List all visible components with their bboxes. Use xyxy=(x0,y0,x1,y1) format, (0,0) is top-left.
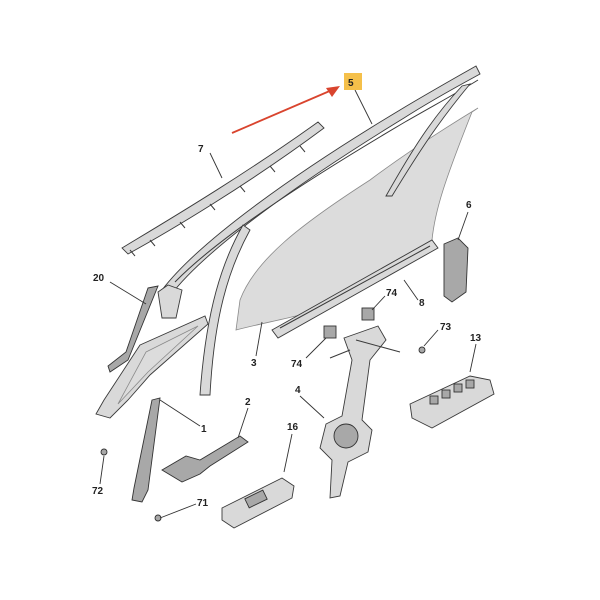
front-run-channel xyxy=(199,224,251,396)
window-glass xyxy=(235,107,479,331)
switch-button xyxy=(244,489,268,509)
master-switch-button-1 xyxy=(429,395,439,405)
highlight-box-5 xyxy=(344,73,362,90)
vertical-guide-rail xyxy=(131,397,161,503)
screw-72 xyxy=(100,448,108,456)
callout-5: 5 xyxy=(348,78,354,89)
clip-upper xyxy=(361,307,375,321)
callout-6: 6 xyxy=(466,200,472,211)
callout-20: 20 xyxy=(93,273,105,284)
screw-73 xyxy=(418,346,426,354)
corner-trim xyxy=(157,284,183,319)
callout-74-lower: 74 xyxy=(291,359,303,370)
regulator-motor xyxy=(333,423,359,449)
master-switch-button-2 xyxy=(441,389,451,399)
leader-lines xyxy=(99,89,477,519)
callout-74-upper: 74 xyxy=(386,288,398,299)
callout-71: 71 xyxy=(197,498,209,509)
master-switch-panel xyxy=(409,375,495,429)
callout-7: 7 xyxy=(198,144,204,155)
callout-1: 1 xyxy=(201,424,207,435)
pillar-trim xyxy=(107,285,159,373)
callout-13: 13 xyxy=(470,333,482,344)
callout-8: 8 xyxy=(419,298,425,309)
rear-bracket xyxy=(443,237,469,303)
callout-labels: 5 7 6 20 74 8 73 13 3 74 4 1 2 16 72 71 xyxy=(92,78,482,509)
callout-2: 2 xyxy=(245,397,251,408)
callout-16: 16 xyxy=(287,422,299,433)
callout-73: 73 xyxy=(440,322,452,333)
red-arrow-head xyxy=(326,86,340,97)
window-regulator xyxy=(319,325,387,499)
clip-lower xyxy=(323,325,337,339)
callout-3: 3 xyxy=(251,358,257,369)
upper-trim-strip xyxy=(121,121,325,255)
master-switch-button-3 xyxy=(453,383,463,393)
callout-72: 72 xyxy=(92,486,104,497)
master-switch-button-4 xyxy=(465,379,475,389)
insulation-pad xyxy=(161,435,249,483)
rear-glass-channel xyxy=(385,83,472,197)
red-arrow xyxy=(231,89,333,134)
callout-4: 4 xyxy=(295,385,301,396)
